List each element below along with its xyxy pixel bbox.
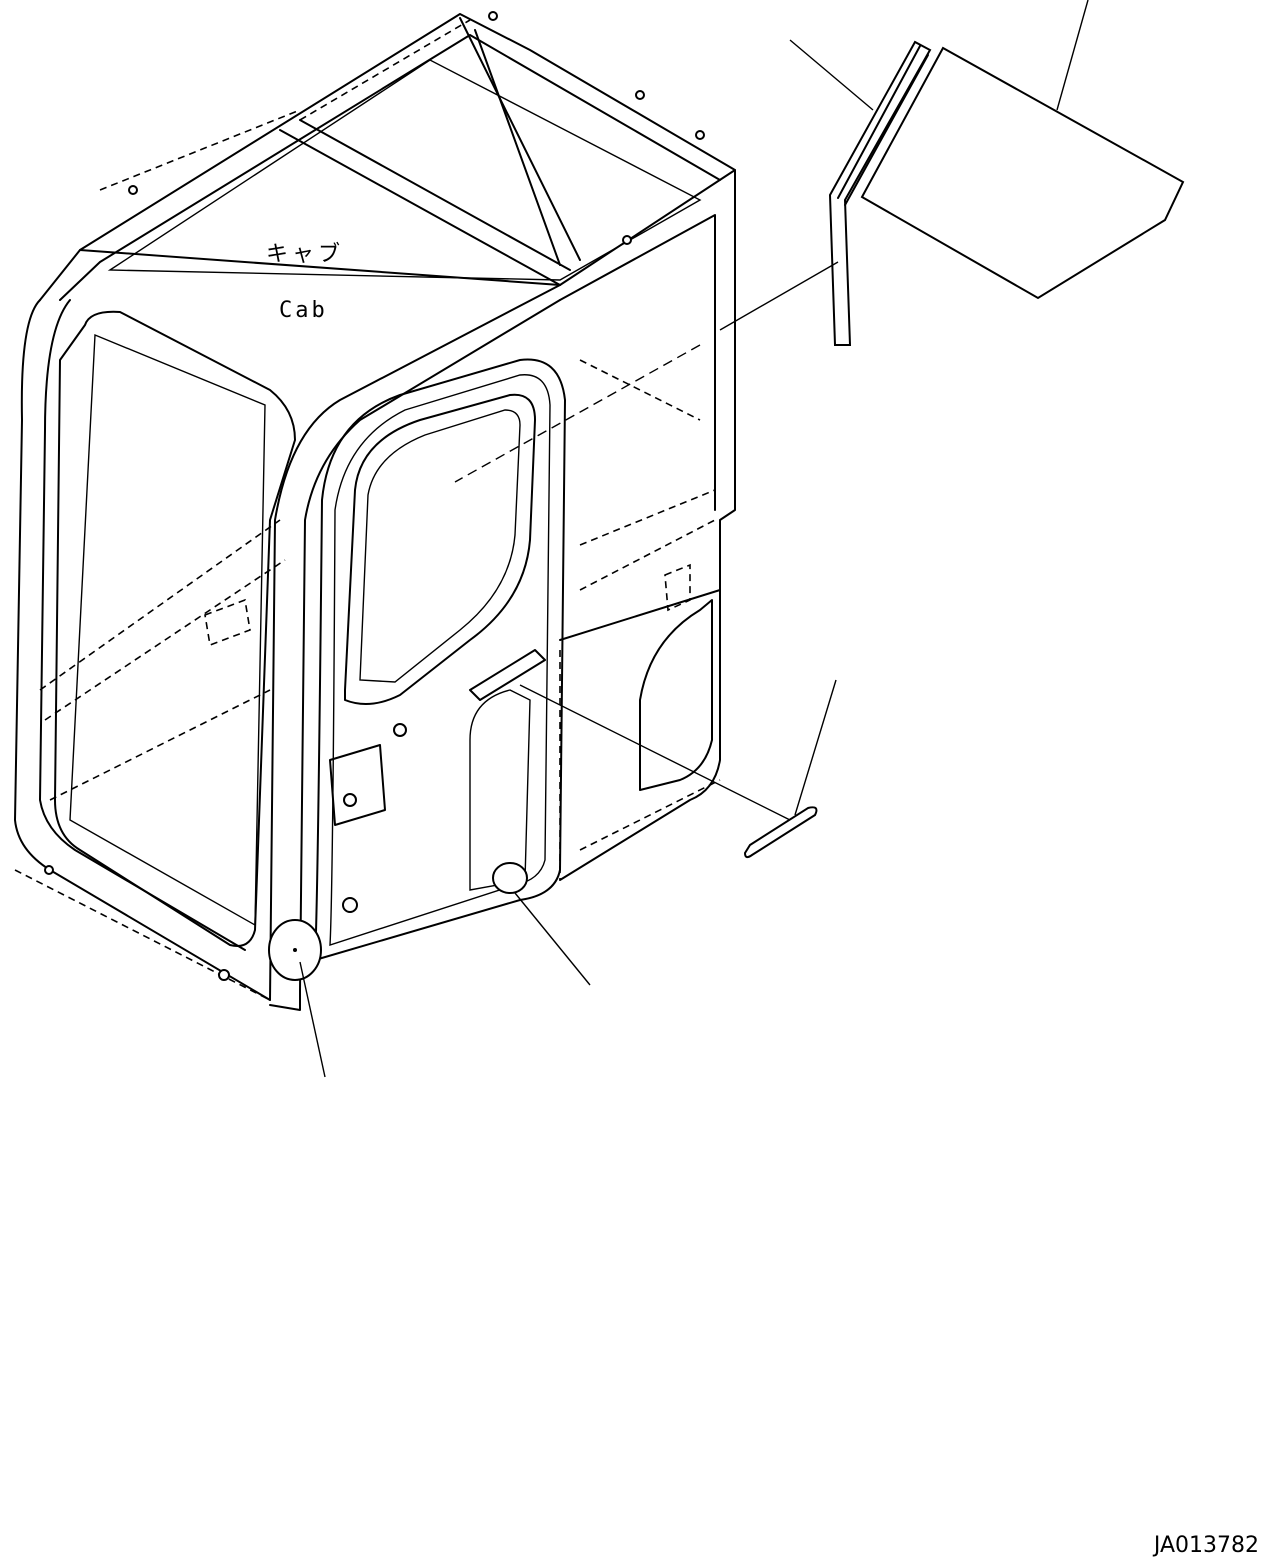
cab-label-english: Cab bbox=[279, 298, 328, 323]
pillar-foot-pad bbox=[268, 919, 322, 981]
door-bottom-pad bbox=[492, 862, 528, 894]
sheet-panel-part bbox=[860, 46, 1185, 300]
cab-label-japanese: キャブ bbox=[266, 242, 345, 267]
small-strip-part bbox=[743, 806, 818, 859]
seal-strip-part bbox=[828, 40, 932, 346]
drawing-id: JA013782 bbox=[1153, 1533, 1259, 1558]
leader-lines bbox=[299, 0, 1089, 1078]
cab-frame bbox=[14, 11, 736, 1011]
